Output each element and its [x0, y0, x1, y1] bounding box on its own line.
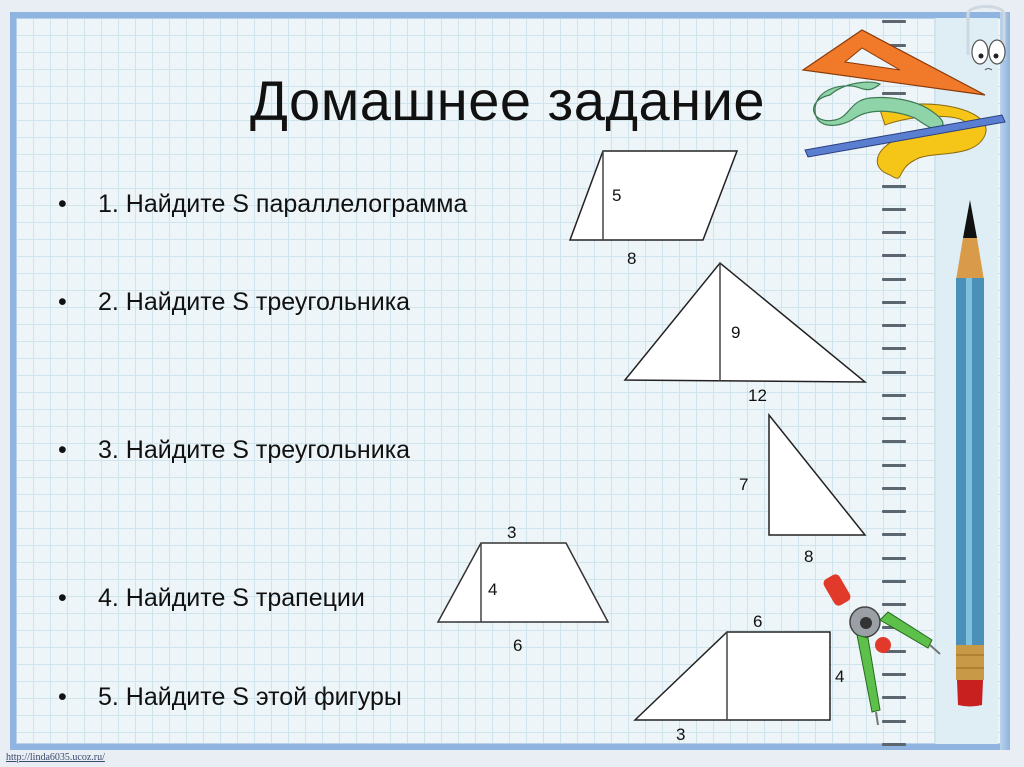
frame-right-edge — [1000, 12, 1010, 750]
compass-icon — [823, 574, 941, 726]
task-text: 1. Найдите S параллелограмма — [98, 190, 468, 218]
ruler-icon — [804, 114, 1006, 158]
triangle-1-base-label: 12 — [748, 386, 767, 405]
right-triangle-figure — [768, 412, 867, 536]
parallelogram-height-label: 5 — [612, 186, 622, 205]
source-link[interactable]: http://linda6035.ucoz.ru/ — [6, 752, 105, 763]
pencil-icon — [956, 200, 984, 707]
set-square-icon — [801, 29, 986, 96]
composite-bottom-label: 3 — [676, 725, 686, 744]
bullet-icon: • — [58, 288, 67, 316]
french-curve-green-icon — [812, 81, 944, 130]
parallelogram-figure — [568, 150, 739, 241]
triangle-1-height-label: 9 — [731, 323, 741, 342]
task-text: 4. Найдите S трапеции — [98, 584, 365, 612]
task-item-5: • 5. Найдите S этой фигуры — [58, 683, 402, 712]
triangle-2-horizontal-leg-label: 8 — [804, 547, 814, 566]
bullet-icon: • — [58, 436, 67, 464]
bullet-icon: • — [58, 190, 67, 218]
task-text: 3. Найдите S треугольника — [98, 436, 411, 464]
bullet-icon: • — [58, 683, 67, 711]
composite-top-label: 6 — [753, 612, 763, 631]
task-item-4: • 4. Найдите S трапеции — [58, 584, 365, 613]
slide-title: Домашнее задание — [250, 69, 766, 132]
trapezoid-bottom-base-label: 6 — [513, 636, 523, 655]
composite-figure — [633, 631, 831, 721]
triangle-1-figure — [623, 261, 868, 383]
trapezoid-figure — [436, 542, 610, 623]
trapezoid-height-label: 4 — [488, 580, 498, 599]
task-text: 5. Найдите S этой фигуры — [98, 683, 402, 711]
trapezoid-top-base-label: 3 — [507, 523, 517, 542]
task-text: 2. Найдите S треугольника — [98, 288, 411, 316]
parallelogram-base-label: 8 — [627, 249, 637, 268]
task-item-2: • 2. Найдите S треугольника — [58, 288, 410, 317]
composite-side-label: 4 — [835, 667, 845, 686]
task-item-1: • 1. Найдите S параллелограмма — [58, 190, 467, 219]
triangle-2-vertical-leg-label: 7 — [739, 475, 749, 494]
paperclip-face-icon — [966, 5, 1006, 71]
bullet-icon: • — [58, 584, 67, 612]
task-item-3: • 3. Найдите S треугольника — [58, 436, 410, 465]
